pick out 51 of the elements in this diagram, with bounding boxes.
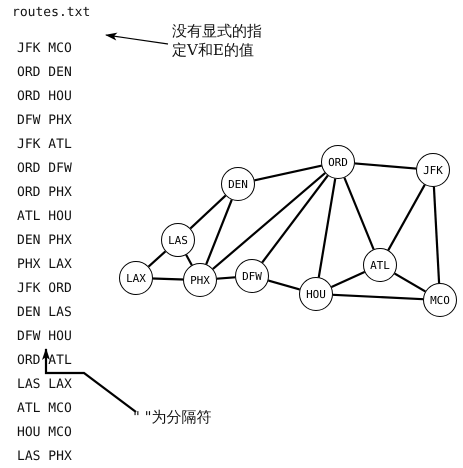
file-line: DEN LAS xyxy=(17,305,72,320)
route-line xyxy=(148,250,166,268)
file-line: DEN PHX xyxy=(17,233,72,248)
file-line: ORD HOU xyxy=(17,89,72,104)
file-line: PHX LAX xyxy=(17,257,72,272)
file-line: ATL MCO xyxy=(17,401,72,416)
route-line xyxy=(268,280,300,290)
file-line: ORD PHX xyxy=(17,185,72,200)
file-line: JFK ORD xyxy=(17,281,72,296)
route-line xyxy=(331,271,365,288)
arrow xyxy=(105,32,168,45)
airport-circle: ATL xyxy=(363,248,397,282)
file-line: ATL HOU xyxy=(17,209,72,224)
file-line: HOU MCO xyxy=(17,425,72,440)
route-line xyxy=(432,186,440,284)
airport-circle: PHX xyxy=(183,263,217,297)
airport-circle: DEN xyxy=(221,167,255,201)
route-line xyxy=(216,276,236,280)
file-name: routes.txt xyxy=(12,5,90,20)
airport-circle: DFW xyxy=(235,259,269,293)
file-line: DFW HOU xyxy=(17,329,72,344)
route-line xyxy=(387,184,426,251)
route-line xyxy=(394,272,426,292)
file-line: JFK ATL xyxy=(17,137,72,152)
annotation-text: " "为分隔符 xyxy=(133,408,243,427)
route-line xyxy=(212,172,326,270)
airport-circle: HOU xyxy=(299,277,333,311)
file-line: JFK MCO xyxy=(17,41,72,56)
route-line xyxy=(152,277,184,281)
route-line xyxy=(318,178,336,278)
file-line: LAS PHX xyxy=(17,449,72,464)
route-line xyxy=(185,254,193,266)
route-line xyxy=(332,294,424,300)
annotation-text: 没有显式的指定V和E的值 xyxy=(172,22,272,60)
route-line xyxy=(261,174,329,264)
route-line xyxy=(354,162,416,170)
route-line xyxy=(190,194,226,230)
file-line: ORD DFW xyxy=(17,161,72,176)
airport-circle: LAX xyxy=(119,261,153,295)
file-line: ORD DEN xyxy=(17,65,72,80)
route-line xyxy=(205,199,233,265)
airport-circle: JFK xyxy=(416,153,450,187)
airport-circle: MCO xyxy=(423,283,457,317)
file-line: DFW PHX xyxy=(17,113,72,128)
file-line: ORD ATL xyxy=(17,353,72,368)
route-line xyxy=(254,164,322,182)
route-line xyxy=(343,177,375,250)
route-line xyxy=(42,348,137,413)
file-line: LAS LAX xyxy=(17,377,72,392)
airport-circle: ORD xyxy=(321,145,355,179)
airport-circle: LAS xyxy=(161,223,195,257)
